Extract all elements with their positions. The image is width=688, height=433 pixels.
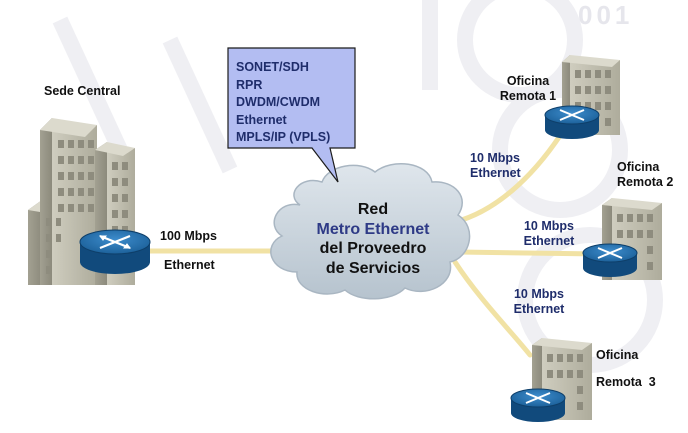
remote-office-1-link-label: 10 Mbps Ethernet [470,151,521,181]
remote-office-1-router-icon [544,105,600,139]
remote-office-3-link-label: 10 Mbps Ethernet [504,287,574,317]
watermark-stroke [492,82,628,218]
watermark-stroke [52,16,128,154]
headquarters-label: Sede Central [44,84,121,98]
protocols-callout: SONET/SDH RPR DWDM/CWDM Ethernet MPLS/IP… [236,59,330,147]
remote-office-1-link-type: Ethernet [470,166,521,180]
remote-office-3-link-type: Ethernet [513,302,565,316]
remote-office-2-router-icon [582,243,638,277]
remote-office-2-link-type: Ethernet [523,234,575,248]
remote-office-3-router-icon [510,388,566,422]
headquarters-link-type: Ethernet [164,258,215,272]
remote-office-3-link-speed: 10 Mbps [513,287,564,301]
remote-office-2-label-line: Oficina [617,160,660,174]
remote-office-2-link-speed: 10 Mbps [523,219,574,233]
provider-network-line: Metro Ethernet [316,220,430,238]
headquarters-router-icon [79,229,151,274]
watermark-digits: 001 [578,0,634,30]
provider-network-label: Red Metro Ethernet del Proveedro de Serv… [283,200,463,278]
watermark-stroke [162,36,238,174]
remote-office-1-label: Oficina Remota 1 [493,74,563,104]
remote-office-2-label-line: Remota 2 [617,175,674,189]
protocol-item: DWDM/CWDM [236,95,321,109]
link-remote-3 [452,259,533,358]
headquarters-link-speed: 100 Mbps [160,229,217,243]
link-remote-2 [455,249,603,257]
remote-office-3-label-line2: Remota 3 [596,375,656,389]
remote-office-1-label-line: Oficina [506,74,550,88]
remote-office-1-label-line: Remota 1 [499,89,557,103]
remote-office-1-link-speed: 10 Mbps [470,151,521,165]
protocol-item: RPR [236,77,263,92]
protocol-item: MPLS/IP (VPLS) [236,130,331,144]
provider-network-line: de Servicios [325,259,421,277]
protocol-item: SONET/SDH [236,60,309,74]
watermark-stroke [457,0,583,103]
provider-network-cloud-icon [270,163,471,300]
remote-office-3-label-line1: Oficina [596,348,639,362]
remote-office-2-label: Oficina Remota 2 [617,160,673,190]
protocols-callout-shape [227,47,356,183]
protocol-item: Ethernet [236,112,287,127]
provider-network-line: del Proveedro [319,240,427,257]
remote-office-2-link-label: 10 Mbps Ethernet [514,219,584,249]
provider-network-line: Red [357,201,389,218]
